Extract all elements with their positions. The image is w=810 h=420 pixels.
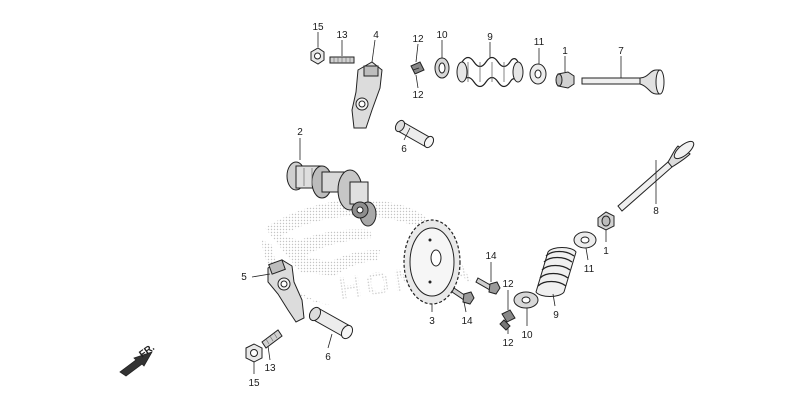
nut-15-top <box>310 47 325 65</box>
callout-6-lower: 6 <box>325 352 331 363</box>
callout-12-c: 12 <box>502 279 514 290</box>
callout-15-lower: 15 <box>248 378 260 389</box>
callout-4: 4 <box>373 30 379 41</box>
callout-12-b: 12 <box>412 90 424 101</box>
callout-5: 5 <box>241 272 247 283</box>
rocker-arm-4 <box>351 61 383 129</box>
valve-cotter-12-lower <box>499 309 516 331</box>
bolt-14-upper <box>475 277 501 295</box>
callout-11-lower: 11 <box>584 264 595 275</box>
callout-14-lower: 14 <box>461 316 473 327</box>
callout-labels: 15 13 4 12 12 10 9 11 1 7 2 6 8 1 11 14 … <box>241 22 659 389</box>
spring-retainer-10-top <box>434 57 450 79</box>
callout-2: 2 <box>297 127 303 138</box>
spring-retainer-10-lower <box>513 291 539 309</box>
valve-8 <box>617 140 695 212</box>
leader-lines <box>251 32 657 374</box>
callout-14-upper: 14 <box>485 251 497 262</box>
callout-1-top: 1 <box>562 46 568 57</box>
callout-13-top: 13 <box>336 30 348 41</box>
callout-3: 3 <box>429 316 435 327</box>
adjuster-screw-13-top <box>329 56 355 64</box>
bolt-14-lower <box>451 287 475 305</box>
callout-10-lower: 10 <box>521 330 533 341</box>
valve-7 <box>581 69 665 95</box>
spring-seat-11-top <box>529 63 547 85</box>
rocker-shaft-6-lower <box>308 306 354 340</box>
valve-spring-9-lower <box>535 247 577 297</box>
callout-13-lower: 13 <box>264 363 276 374</box>
callout-6-top: 6 <box>401 144 407 155</box>
callout-15-top: 15 <box>312 22 324 33</box>
rocker-shaft-6-top <box>394 119 435 149</box>
adjuster-screw-13-lower <box>261 329 283 349</box>
callout-8: 8 <box>653 206 659 217</box>
spring-seat-11-lower <box>573 231 597 249</box>
valve-cotter-12-top <box>410 61 425 75</box>
callout-9-top: 9 <box>487 32 493 43</box>
stem-seal-1-lower <box>597 211 615 231</box>
callout-9-lower: 9 <box>553 310 559 321</box>
callout-12-d: 12 <box>502 338 514 349</box>
callout-7: 7 <box>618 46 624 57</box>
callout-10-top: 10 <box>436 30 448 41</box>
nut-15-lower <box>245 343 263 363</box>
callout-1-lower: 1 <box>603 246 609 257</box>
rocker-arm-5 <box>267 259 305 323</box>
stem-seal-1-top <box>555 71 575 89</box>
callout-12-a: 12 <box>412 34 424 45</box>
camshaft-2 <box>286 161 377 227</box>
callout-11-top: 11 <box>534 37 545 48</box>
cam-sprocket-3 <box>403 219 461 305</box>
valve-spring-9-top <box>456 56 524 88</box>
front-direction-arrow: FR. <box>119 342 157 377</box>
